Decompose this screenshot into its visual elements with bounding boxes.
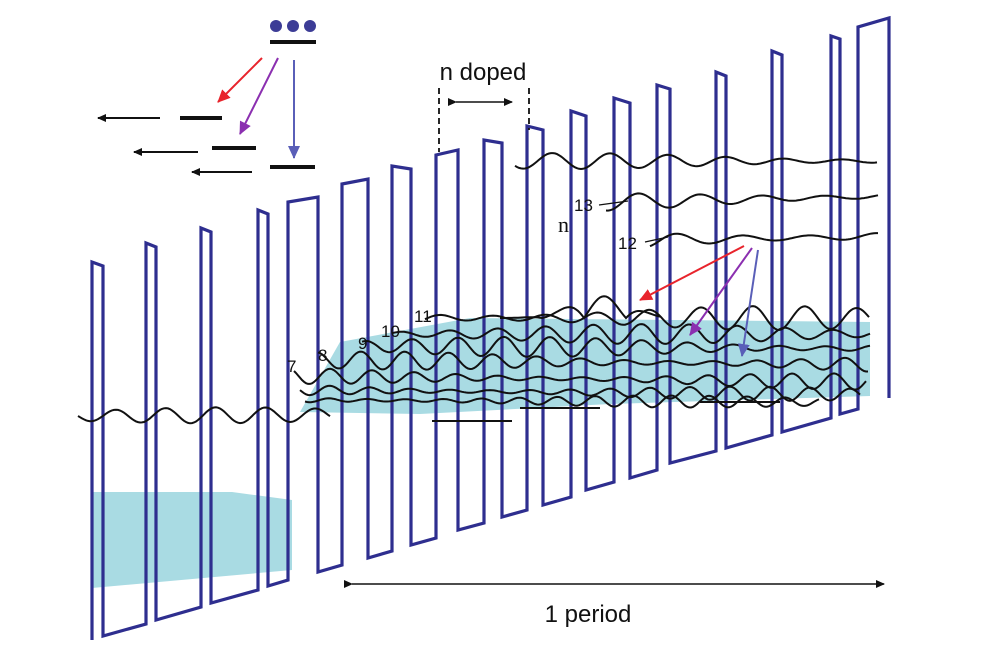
electron-dot xyxy=(270,20,282,32)
level-label-11: 11 xyxy=(414,307,432,326)
conduction-band-profile xyxy=(90,15,891,640)
doped-region-lower-left xyxy=(92,492,292,588)
n-label: n xyxy=(558,212,569,237)
inset-arrow-purple xyxy=(239,57,279,135)
electron-dot xyxy=(287,20,299,32)
level-label-13-leader xyxy=(598,200,629,206)
wavefunction-group xyxy=(77,152,879,425)
wavefunction-10 xyxy=(391,323,871,345)
level-label-9: 9 xyxy=(358,334,367,353)
period-label: 1 period xyxy=(545,601,632,628)
level-label-13: 13 xyxy=(574,196,593,215)
inset-arrow-red xyxy=(217,57,263,103)
wavefunction-12-upper xyxy=(605,192,879,212)
level-label-12-leader xyxy=(644,236,669,243)
wavefunction-12 xyxy=(649,232,878,248)
wavefunction-injector xyxy=(77,406,331,425)
transition-arrow-purple xyxy=(689,247,753,336)
wavefunction-upper-peak xyxy=(500,295,661,320)
level-label-10: 10 xyxy=(381,322,400,341)
level-label-8: 8 xyxy=(318,346,327,365)
wavefunction-5 xyxy=(304,394,820,409)
wavefunction-13 xyxy=(514,152,878,171)
n-doped-label: n doped xyxy=(440,59,527,86)
electron-dot xyxy=(304,20,316,32)
transition-arrow-red xyxy=(639,245,745,301)
wavefunction-9 xyxy=(361,335,871,358)
wavefunction-11 xyxy=(424,305,870,332)
transition-arrow-blue xyxy=(737,249,759,357)
level-label-7: 7 xyxy=(287,357,296,376)
wavefunction-8 xyxy=(317,350,868,373)
wavefunction-6 xyxy=(299,384,861,402)
level-label-12: 12 xyxy=(618,234,637,253)
